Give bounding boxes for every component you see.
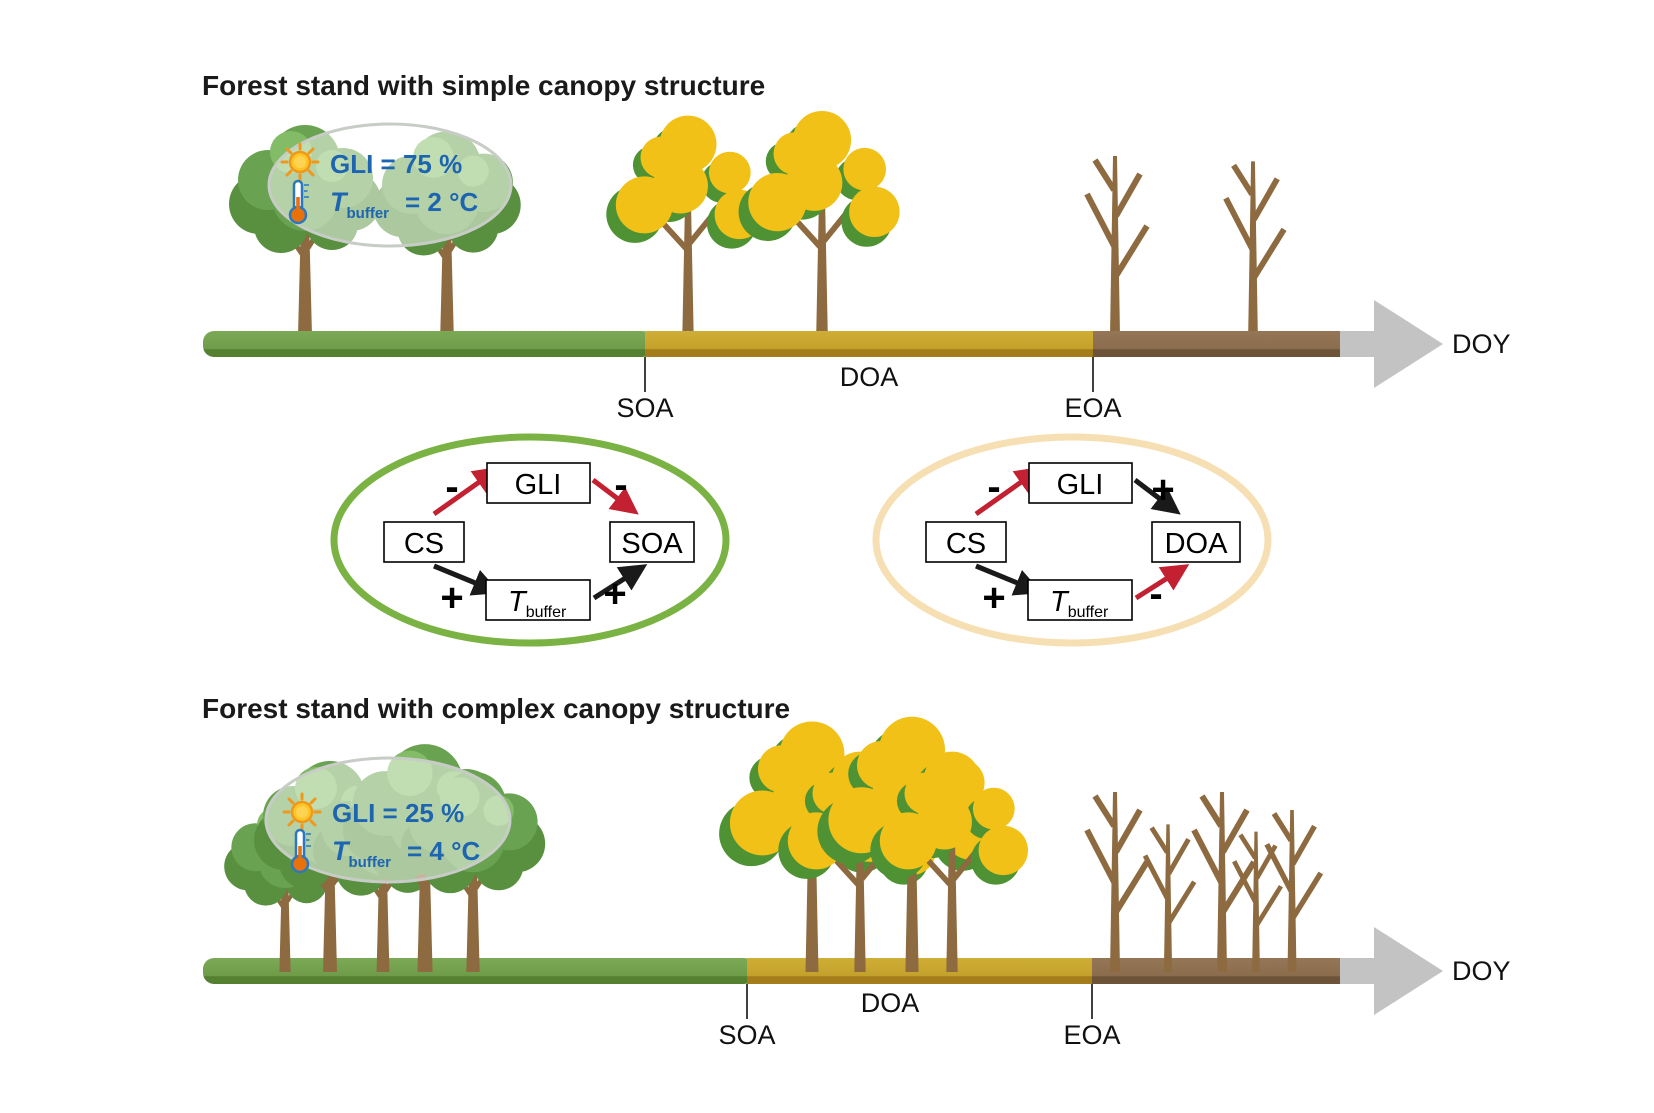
timeline-green-segment <box>203 331 653 357</box>
soa-label: SOA <box>718 1020 775 1050</box>
node-tbuffer-label: Tbuffer <box>508 586 567 621</box>
gli-value: GLI = 25 % <box>332 798 464 828</box>
node-cs <box>925 521 1007 563</box>
sign-tbuffer-doa: - <box>1149 572 1162 616</box>
bare-tree <box>1087 792 1147 972</box>
arrow-gli-to-doa <box>1133 478 1181 515</box>
simple-timeline: DOA SOA EOA DOY <box>203 300 1511 423</box>
eoa-label: EOA <box>1064 393 1121 423</box>
bare-tree <box>1145 824 1194 972</box>
sun-icon <box>282 792 322 832</box>
doa-label: DOA <box>861 988 920 1018</box>
node-soa-label: SOA <box>621 528 683 560</box>
timeline-winter-segment <box>1093 331 1345 357</box>
doa-loop-ellipse <box>872 433 1272 647</box>
doy-arrow-head <box>1374 300 1443 388</box>
gli-value: GLI = 75 % <box>330 149 462 179</box>
doy-arrow-tail <box>1340 958 1376 984</box>
arrow-cs-to-gli <box>974 466 1043 517</box>
info-bubble <box>267 122 513 248</box>
complex-bubble: GLI = 25 % Tbuffer= 4 °C <box>264 756 512 884</box>
autumn-tree <box>606 116 764 336</box>
doy-label: DOY <box>1452 956 1511 986</box>
bare-tree <box>1226 161 1284 336</box>
doy-arrow-tail <box>1340 331 1376 357</box>
tbuffer-value: Tbuffer= 4 °C <box>332 836 480 871</box>
sign-cs-gli: - <box>987 465 1000 509</box>
arrow-tbuffer-to-soa <box>592 564 648 601</box>
node-tbuffer <box>1027 579 1133 621</box>
soa-diagram: GLI CS SOA Tbuffer - - + + <box>330 433 730 647</box>
tbuffer-value: Tbuffer= 2 °C <box>330 187 478 222</box>
node-soa <box>609 521 695 563</box>
doa-label: DOA <box>840 362 899 392</box>
arrow-cs-to-gli <box>432 466 501 517</box>
arrow-gli-to-soa <box>591 478 639 515</box>
autumn-tree <box>739 111 900 336</box>
timeline-autumn-segment <box>645 331 1093 357</box>
node-cs-label: CS <box>946 528 986 560</box>
sign-gli-soa: - <box>614 463 627 507</box>
node-gli <box>486 462 591 504</box>
arrow-cs-to-tbuffer <box>975 563 1043 596</box>
simple-stand-title: Forest stand with simple canopy structur… <box>202 70 765 101</box>
bare-tree <box>1267 810 1321 972</box>
arrow-tbuffer-to-doa <box>1134 564 1190 601</box>
node-doa <box>1151 521 1241 563</box>
doa-diagram: GLI CS DOA Tbuffer - + + - <box>872 433 1272 647</box>
node-cs-label: CS <box>404 528 444 560</box>
node-gli <box>1028 462 1133 504</box>
timeline-autumn-segment <box>747 958 1092 984</box>
node-doa-label: DOA <box>1165 528 1229 560</box>
eoa-label: EOA <box>1063 1020 1120 1050</box>
sign-tbuffer-soa: + <box>603 572 626 616</box>
complex-timeline: DOA SOA EOA DOY <box>203 927 1511 1050</box>
node-tbuffer <box>485 579 591 621</box>
node-gli-label: GLI <box>515 469 562 501</box>
sign-gli-doa: + <box>1151 468 1174 512</box>
simple-bubble: GLI = 75 % Tbuffer= 2 °C <box>267 122 513 248</box>
sign-cs-gli: - <box>445 465 458 509</box>
sun-icon <box>280 142 320 182</box>
node-gli-label: GLI <box>1057 469 1104 501</box>
sign-cs-tbuffer: + <box>982 576 1005 620</box>
node-tbuffer-label: Tbuffer <box>1050 586 1109 621</box>
info-bubble <box>264 756 512 884</box>
soa-label: SOA <box>616 393 673 423</box>
doy-label: DOY <box>1452 329 1511 359</box>
node-cs <box>383 521 465 563</box>
bare-tree <box>1087 156 1147 336</box>
complex-stand-title: Forest stand with complex canopy structu… <box>202 693 790 724</box>
soa-loop-ellipse <box>330 433 730 647</box>
arrow-cs-to-tbuffer <box>433 563 501 596</box>
sign-cs-tbuffer: + <box>440 576 463 620</box>
doy-arrow-head <box>1374 927 1443 1015</box>
